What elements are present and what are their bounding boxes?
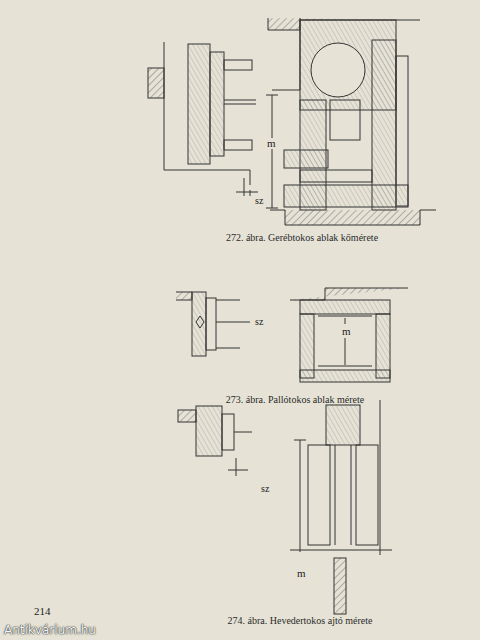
- dimension-letter: sz: [254, 196, 264, 206]
- figure-caption: 273. ábra. Pallótokos ablak mérete: [226, 395, 364, 405]
- dimension-letter: sz: [260, 484, 270, 494]
- dimension-letter: m: [266, 138, 277, 149]
- page-number: 214: [34, 606, 51, 617]
- dimension-letter: m: [341, 326, 352, 337]
- dimension-letter: m: [296, 568, 307, 579]
- figure-caption: 272. ábra. Gerébtokos ablak kőmérete: [226, 233, 378, 243]
- dimension-letter: sz: [254, 317, 264, 327]
- watermark: Antikvárium.hu: [4, 624, 96, 636]
- figure-caption: 274. ábra. Hevedertokos ajtó mérete: [228, 616, 373, 626]
